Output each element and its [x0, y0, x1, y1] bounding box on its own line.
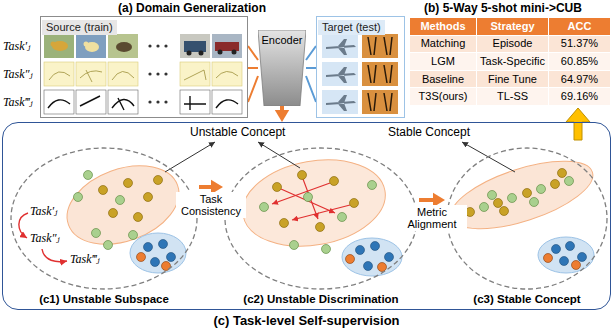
target-box: Target (test) — [316, 16, 405, 118]
cell-box: TL-SS — [477, 88, 549, 106]
edge-label-box: Task Consistency — [176, 192, 246, 219]
ellipse-shape — [11, 148, 197, 289]
label-box: (a) Domain Generalization — [118, 1, 266, 15]
table-header: Methods — [420, 20, 465, 33]
label-box: Task″ⱼ — [30, 231, 60, 245]
cell-box: 51.37% — [549, 36, 611, 54]
cell-box: ACC — [549, 18, 611, 36]
encoder-trapezoid-shape — [258, 30, 306, 106]
cell-box: T3S(ours) — [410, 88, 477, 106]
table-cell: TL-SS — [497, 90, 528, 103]
connector-line — [419, 198, 435, 202]
label-box: Task‴ⱼ — [3, 95, 33, 109]
stable-points — [444, 147, 601, 273]
concept-note: Unstable Concept — [190, 125, 285, 139]
ellipse-outline — [223, 146, 419, 291]
table-header: ACC — [568, 20, 592, 33]
table-cell: 60.85% — [561, 55, 598, 68]
cell-box: LGM — [410, 53, 477, 71]
connector-line — [248, 67, 258, 69]
connector-line — [306, 67, 316, 69]
table-cell: T3S(ours) — [419, 90, 468, 103]
concept-ellipse: (c1) Unstable Subspace — [9, 146, 199, 307]
connector — [275, 106, 289, 122]
ellipse-outline — [445, 146, 609, 291]
subspace-points — [19, 151, 190, 273]
ellipse-shape — [447, 148, 607, 289]
ellipse-label: (c3) Stable Concept — [473, 292, 580, 306]
panel-title: (b) 5-Way 5-shot mini->CUB — [424, 1, 582, 15]
table-cell: Baseline — [422, 73, 464, 86]
source-thumbnails — [44, 34, 242, 114]
panel-caption: (c) Task-level Self-supervision — [213, 313, 399, 328]
arrow-head — [275, 110, 289, 122]
label-box: Task″ⱼ — [3, 67, 33, 81]
table-cell: Fine Tune — [488, 73, 537, 86]
concept-ellipse: (c2) Unstable Discrimination — [223, 146, 419, 307]
task-label: Task‴ⱼ — [3, 95, 33, 109]
table-cell: Matching — [421, 37, 466, 50]
source-box: Source (train) — [40, 16, 248, 118]
cell-box: Task-Specific — [477, 53, 549, 71]
table-cell: 51.37% — [561, 37, 598, 50]
table-cell: 64.97% — [561, 73, 598, 86]
ellipse-label: (c2) Unstable Discrimination — [243, 292, 398, 306]
cell-box: Fine Tune — [477, 71, 549, 89]
task-label: Task″ⱼ — [3, 67, 33, 81]
cell-box: Baseline — [410, 71, 477, 89]
ellipse-shape — [225, 148, 417, 289]
cell-box: Episode — [477, 36, 549, 54]
leader-lines — [165, 142, 515, 172]
task-label: Task′ⱼ — [30, 204, 57, 218]
task-label: Task″ⱼ — [30, 231, 60, 245]
cell-box: Matching — [410, 36, 477, 54]
feature-lines — [248, 46, 258, 102]
label-box: Stable Concept — [388, 125, 470, 139]
cell-box: Methods — [410, 18, 477, 36]
label-box: Task‴ⱼ — [70, 252, 100, 266]
cell-box: 69.16% — [549, 88, 611, 106]
edge-label: Task Consistency — [176, 192, 246, 218]
edge-label: Metric Alignment — [397, 205, 467, 231]
connector — [306, 68, 316, 69]
label-box: Unstable Concept — [190, 125, 285, 139]
feature-lines — [306, 46, 316, 102]
edge-label-box: Metric Alignment — [397, 205, 467, 232]
cell-box: 60.85% — [549, 53, 611, 71]
task-label: Task‴ⱼ — [70, 252, 100, 266]
cell-box: 64.97% — [549, 71, 611, 89]
panel-title: (a) Domain Generalization — [118, 1, 266, 15]
box-heading: Source (train) — [42, 20, 117, 35]
discrimination-points — [236, 149, 402, 276]
table-cell: Task-Specific — [480, 55, 545, 68]
result-arrow — [566, 108, 590, 140]
connector — [248, 68, 258, 69]
concept-note: Stable Concept — [388, 125, 470, 139]
encoder-trapezoid: Encoder — [258, 30, 306, 106]
table-header: Strategy — [490, 20, 534, 33]
ellipse-label: (c1) Unstable Subspace — [39, 292, 169, 306]
box-heading: Target (test) — [318, 20, 385, 35]
concept-ellipse: (c3) Stable Concept — [445, 146, 609, 307]
label-box: Task′ⱼ — [30, 204, 57, 218]
label-box: Task′ⱼ — [3, 39, 30, 53]
target-thumbnails — [322, 34, 398, 114]
encoder-label: Encoder — [262, 34, 303, 47]
task-label: Task′ⱼ — [3, 39, 30, 53]
table-cell: 69.16% — [561, 90, 598, 103]
task-panel: (c) Task-level Self-supervision(c1) Unst… — [2, 122, 611, 310]
label-box: (b) 5-Way 5-shot mini->CUB — [424, 1, 582, 15]
cell-box: Strategy — [477, 18, 549, 36]
ellipse-outline — [9, 146, 199, 291]
table-cell: LGM — [431, 55, 455, 68]
table-cell: Episode — [493, 37, 533, 50]
